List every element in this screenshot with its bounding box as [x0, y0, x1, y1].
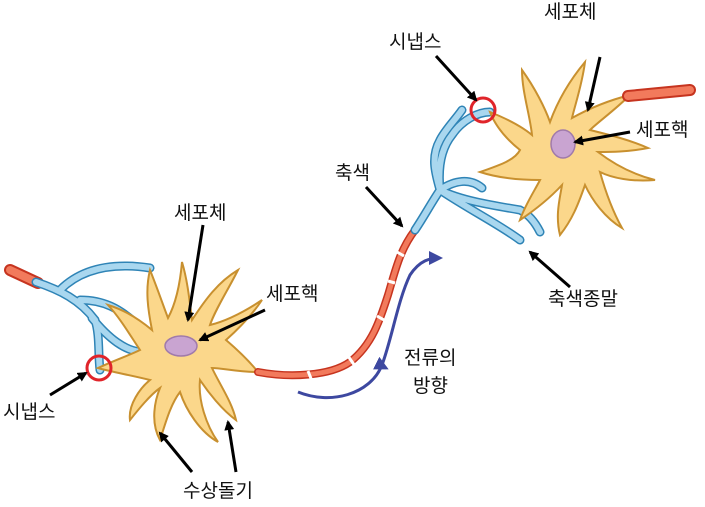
label-synapse-left: 시냅스 [3, 401, 55, 423]
left-nucleus [164, 335, 198, 357]
label-cell-body-right: 세포체 [544, 1, 596, 23]
label-current-direction-1: 전류의 [404, 347, 456, 369]
pointer-arrows [49, 54, 631, 473]
label-dendrite: 수상돌기 [183, 480, 253, 502]
label-axon-terminal: 축색종말 [548, 288, 618, 310]
label-synapse-right: 시냅스 [389, 31, 441, 53]
label-current-direction-2: 방향 [413, 375, 448, 397]
label-nucleus-right: 세포핵 [636, 119, 688, 141]
right-axon-terminal [410, 105, 545, 245]
left-incoming-terminal [4, 261, 155, 375]
label-cell-body-left: 세포체 [174, 202, 226, 224]
label-axon: 축색 [335, 162, 370, 184]
current-direction-arrow [297, 251, 443, 400]
axon [254, 226, 419, 382]
right-neuron-soma [476, 58, 696, 238]
synapse-ring-left [85, 354, 113, 382]
synapse-ring-right [469, 96, 497, 124]
label-nucleus-left: 세포핵 [266, 283, 318, 305]
left-neuron-soma [95, 261, 263, 443]
right-nucleus [550, 129, 576, 159]
